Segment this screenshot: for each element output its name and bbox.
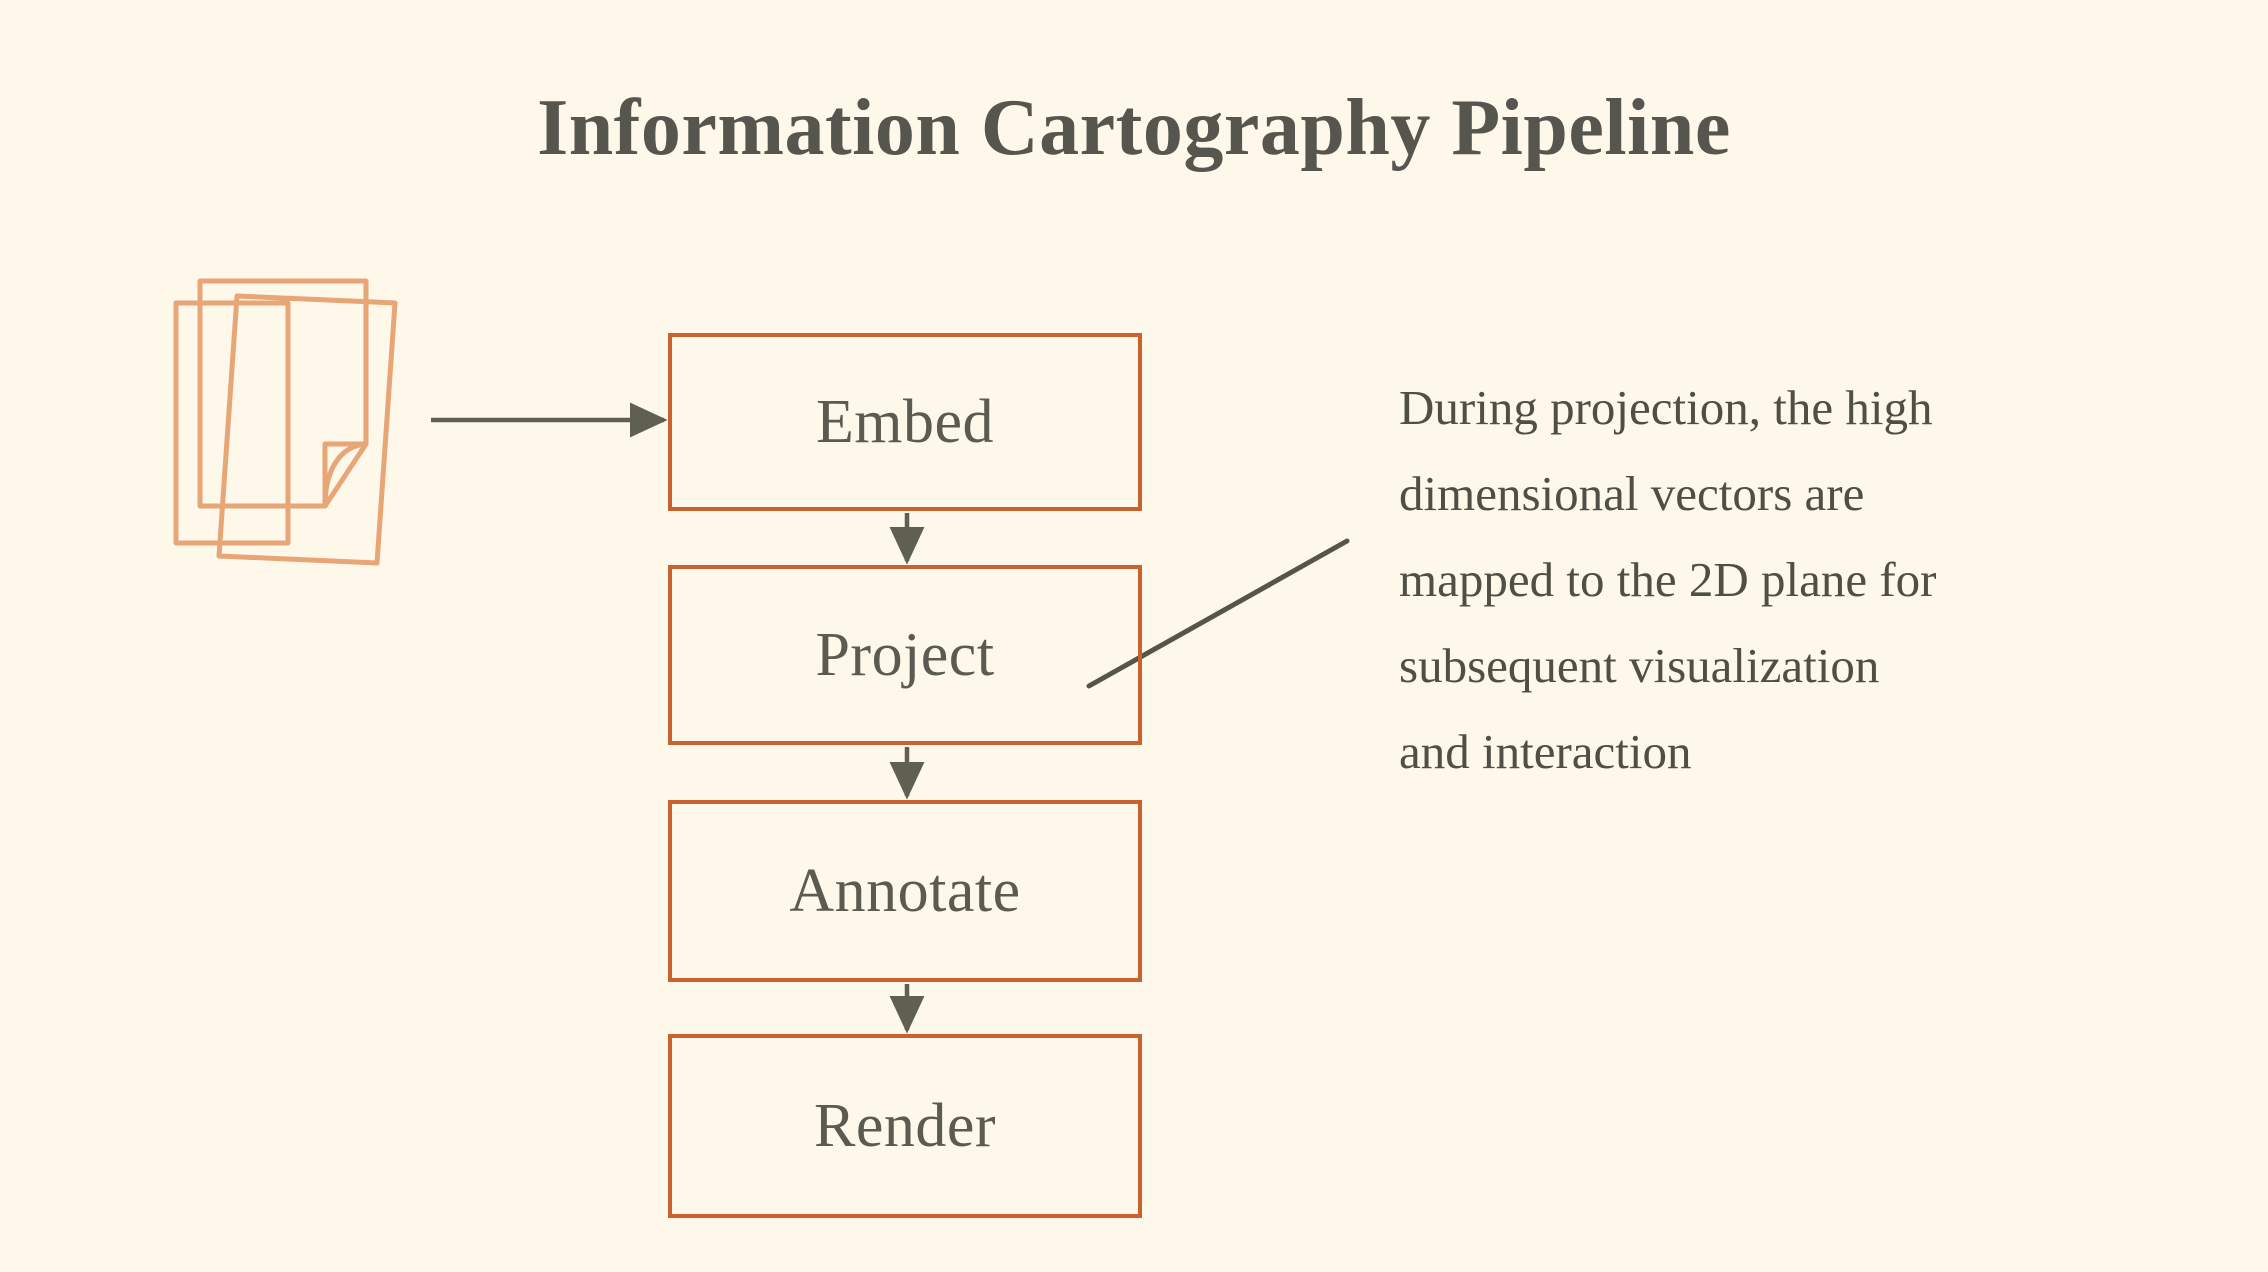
page-title: Information Cartography Pipeline xyxy=(537,84,1731,172)
annotation-line: subsequent visualization xyxy=(1399,638,1880,693)
annotation-line: During projection, the high xyxy=(1399,380,1933,435)
pipeline-stage-embed[interactable]: Embed xyxy=(668,333,1142,511)
annotation-line: and interaction xyxy=(1399,724,1692,779)
pipeline-stage-label: Embed xyxy=(815,388,995,456)
pipeline-stage-annotate[interactable]: Annotate xyxy=(668,800,1142,982)
pipeline-stage-render[interactable]: Render xyxy=(668,1034,1142,1218)
pipeline-stage-label: Annotate xyxy=(789,857,1021,925)
annotation-line: dimensional vectors are xyxy=(1399,466,1865,521)
document-sheet-front xyxy=(197,278,369,509)
pipeline-stage-label: Render xyxy=(813,1092,997,1160)
annotation-note: During projection, the high dimensional … xyxy=(1399,365,2189,795)
pipeline-stage-project[interactable]: Project xyxy=(668,565,1142,745)
pipeline-stage-label: Project xyxy=(815,621,995,689)
document-folded-corner xyxy=(322,441,369,509)
document-stack-icon xyxy=(173,278,398,566)
annotation-line: mapped to the 2D plane for xyxy=(1399,552,1937,607)
document-sheet-tilted xyxy=(216,293,398,566)
document-sheet-back xyxy=(173,300,291,546)
